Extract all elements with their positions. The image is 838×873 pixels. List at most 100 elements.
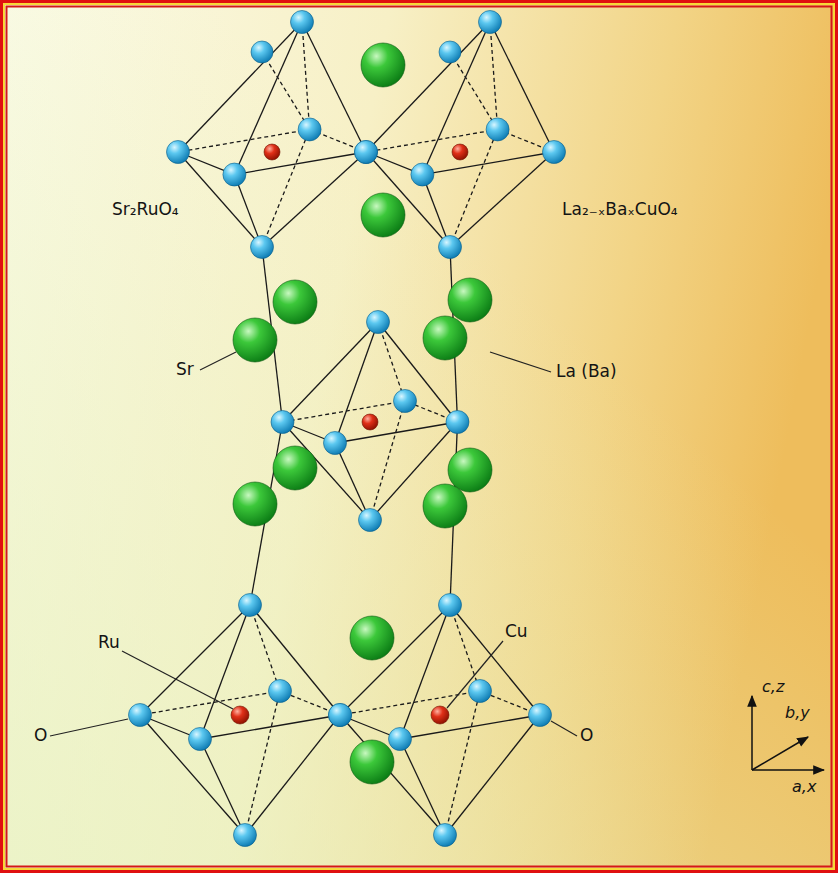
bond-line [450,605,540,715]
cation-atom [361,193,405,237]
bond-line [340,605,450,715]
cation-atom [423,484,467,528]
bond-line [178,152,262,247]
oxygen-atom [234,824,257,847]
oxygen-atom [389,728,412,751]
bond-line [250,605,280,691]
metal-atom [264,144,280,160]
bond-line [450,152,554,247]
bond-line [450,605,480,691]
cation-atom [273,280,317,324]
oxygen-atom [469,680,492,703]
bond-line [400,739,445,835]
atom-label: Ru [98,633,120,653]
axis-arrow [752,737,808,770]
bond-line [445,691,480,835]
oxygen-atom [271,411,294,434]
bond-line [245,715,340,835]
bond-line [250,605,340,715]
bond-line [450,129,498,247]
bond-line [234,22,302,175]
oxygen-atom [291,11,314,34]
cation-atom [448,278,492,322]
bond-line [140,605,250,715]
oxygen-atom [486,118,509,141]
oxygen-atom [434,824,457,847]
oxygen-atom [529,704,552,727]
bond-line [283,322,379,422]
metal-atom [231,706,249,724]
oxygen-atom [189,728,212,751]
bond-line [178,22,302,152]
leader-line [122,651,233,709]
bond-line [366,129,498,152]
bond-line [445,715,540,835]
metal-atom [362,414,378,430]
formula-label: La₂₋ₓBaₓCuO₄ [562,200,678,220]
oxygen-atom [329,704,352,727]
axis-label: c,z [762,678,784,696]
bond-line [422,22,490,175]
bond-line [422,152,554,175]
bond-line [262,129,310,247]
atom-label: O [580,726,593,746]
axis-label: a,x [792,778,816,796]
bond-line [335,322,378,443]
oxygen-atom [239,594,262,617]
bond-line [335,443,370,520]
oxygen-atom [167,141,190,164]
oxygen-atom [394,390,417,413]
bond-line [400,605,450,739]
oxygen-atom [543,141,566,164]
oxygen-atom [269,680,292,703]
bond-line [178,129,310,152]
oxygen-atom [367,311,390,334]
bond-line [200,605,250,739]
cation-atom [423,316,467,360]
oxygen-atom [439,236,462,259]
oxygen-atom [223,163,246,186]
cation-atom [233,482,277,526]
bond-line [245,691,280,835]
atom-label: Cu [505,622,528,642]
cation-atom [448,448,492,492]
frame-border [4,4,834,869]
atom-label: Sr [176,360,194,380]
bond-line [234,152,366,175]
bond-line [340,715,445,835]
cation-atom [350,616,394,660]
oxygen-atom [359,509,382,532]
bond-line [262,152,366,247]
leader-line [50,719,128,736]
cation-atom [361,43,405,87]
oxygen-atom [439,594,462,617]
oxygen-atom [446,411,469,434]
oxygen-atom [298,118,321,141]
atom-label: O [34,726,47,746]
oxygen-atom [411,163,434,186]
frame-border [7,7,832,867]
bond-line [378,322,405,401]
bond-line [450,52,498,129]
oxygen-atom [251,236,274,259]
formula-label: Sr₂RuO₄ [112,200,179,220]
cation-atom [350,740,394,784]
leader-line [490,352,551,372]
axis-arrow [752,769,824,771]
leader-line [447,641,503,708]
oxygen-atom [439,41,461,63]
oxygen-atom [129,704,152,727]
metal-atom [452,144,468,160]
bond-line [262,52,310,129]
oxygen-atom [479,11,502,34]
bond-line [200,715,340,739]
oxygen-atom [324,432,347,455]
bond-line [140,715,245,835]
leader-line [551,721,577,736]
oxygen-atom [355,141,378,164]
atom-label: La (Ba) [556,362,617,382]
oxygen-atom [355,141,378,164]
